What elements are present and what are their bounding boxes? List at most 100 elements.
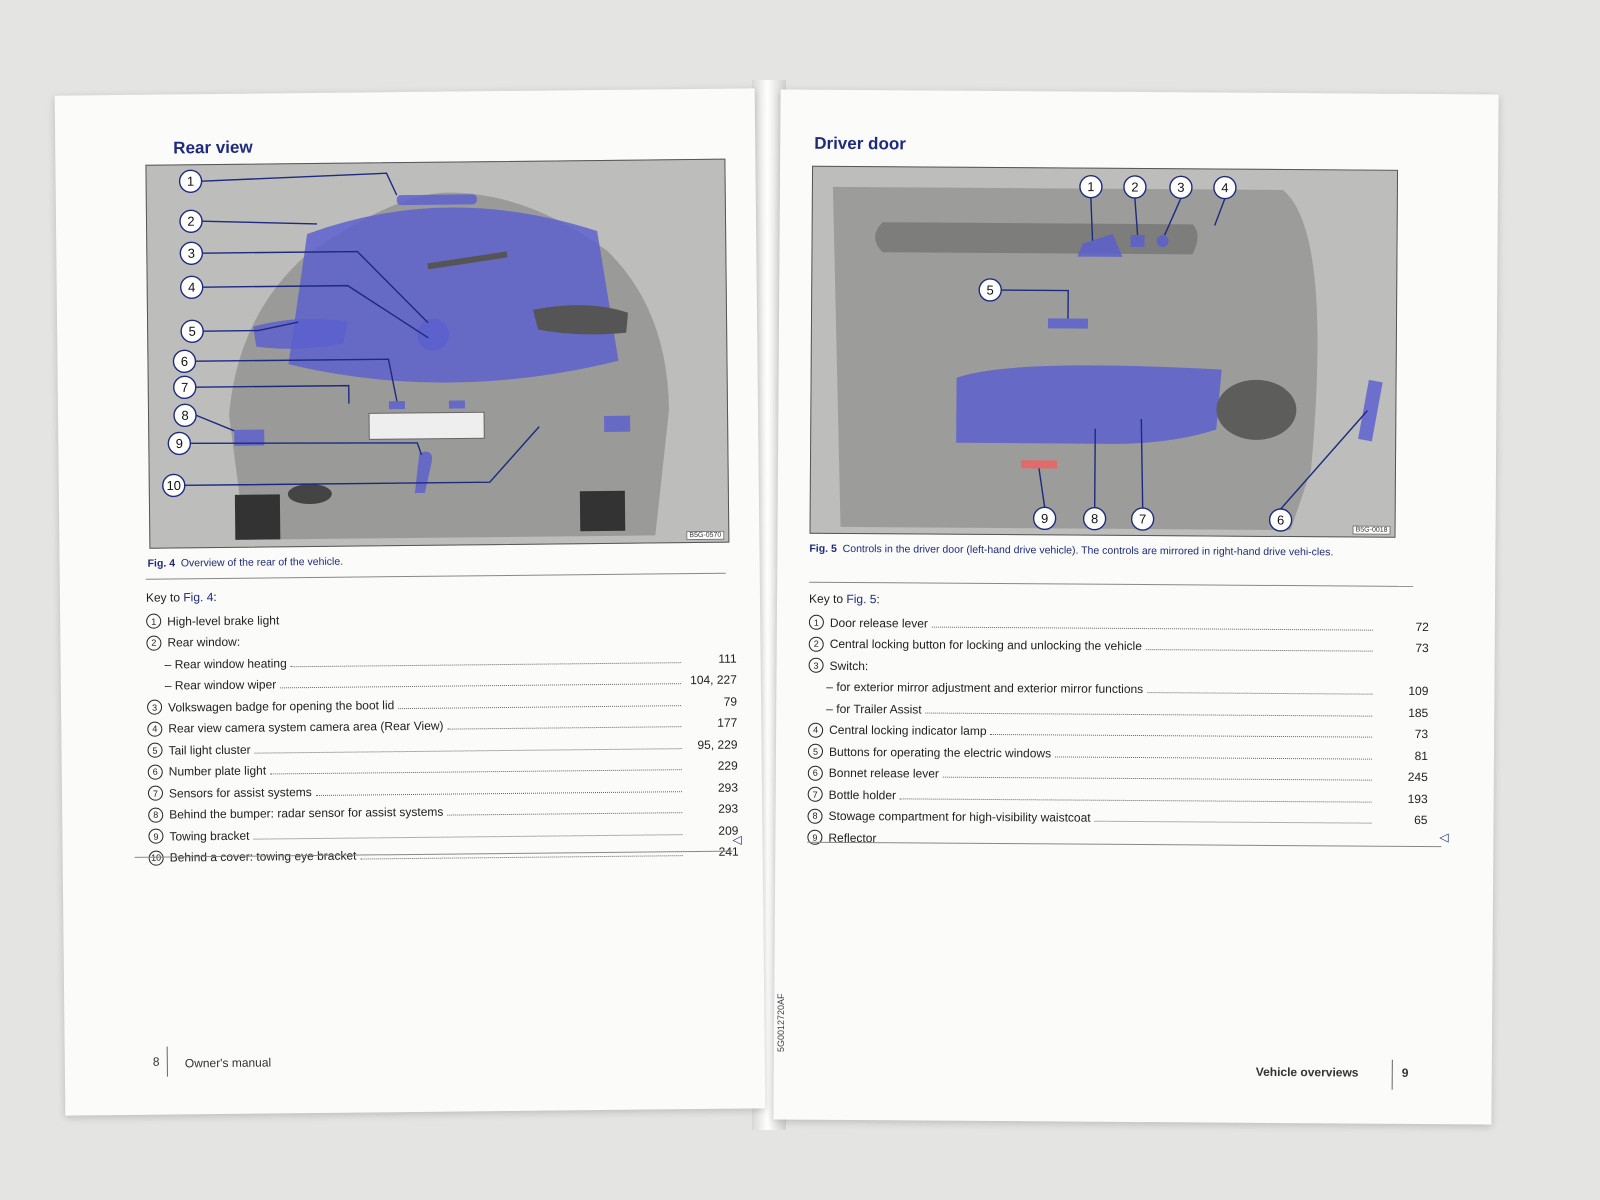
rear-callout-circle xyxy=(172,349,197,374)
rear-callout-circle xyxy=(173,375,197,400)
brake-light-highlight xyxy=(396,194,477,206)
door-caption-label: Fig. 5 xyxy=(809,542,837,555)
right-page-number: 9 xyxy=(1401,1065,1409,1080)
door-key-page-ref[interactable]: 73 xyxy=(1414,727,1429,742)
mirror-switch-highlight xyxy=(1156,235,1169,248)
rear-callout-circle xyxy=(167,431,192,456)
rear-callout-number: 2 xyxy=(187,214,194,229)
rear-callout-circle xyxy=(179,275,204,299)
rear-caption-rule xyxy=(145,572,726,580)
door-key-page-ref[interactable]: 81 xyxy=(1414,748,1429,763)
rear-key-page-ref[interactable]: 209 xyxy=(718,823,739,838)
rear-key-page-ref[interactable]: 95, 229 xyxy=(697,737,738,752)
door-key-fig-link[interactable]: Fig. 5 xyxy=(846,591,877,607)
rear-callout-circle xyxy=(180,319,204,343)
door-key-page-ref[interactable]: 73 xyxy=(1415,641,1429,656)
rear-key-dots xyxy=(253,823,683,840)
rear-key-number: 3 xyxy=(147,699,163,716)
exhaust xyxy=(287,484,332,505)
door-figure-code: B5G-0018 xyxy=(1352,525,1391,535)
door-callout-circle xyxy=(1268,508,1293,532)
rear-callout-number: 9 xyxy=(176,436,183,451)
rear-leader-line xyxy=(203,321,299,332)
rear-key-page-ref[interactable]: 241 xyxy=(718,844,739,860)
door-key-page-ref[interactable]: 109 xyxy=(1408,684,1429,699)
rear-callout-number: 3 xyxy=(188,246,195,261)
door-callout-number: 8 xyxy=(1091,511,1098,526)
door-key-page-ref[interactable]: 245 xyxy=(1407,770,1428,785)
rear-key-fig-link[interactable]: Fig. 4 xyxy=(183,590,214,605)
door-key-heading: Key to Fig. 5: xyxy=(809,591,880,607)
left-footer-divider xyxy=(166,1046,168,1077)
rear-key-page-ref[interactable]: 79 xyxy=(723,694,738,709)
rear-key-number: 4 xyxy=(147,721,163,737)
door-key-number: 3 xyxy=(808,657,824,674)
door-key-label: Door release lever xyxy=(829,615,928,631)
driver-door-title: Driver door xyxy=(814,133,906,154)
rear-callout-circle xyxy=(179,209,203,233)
rear-key-dots xyxy=(290,651,681,668)
door-caption-rule xyxy=(809,581,1414,587)
rear-key-number: 8 xyxy=(148,807,164,823)
rear-callout-circle xyxy=(179,241,204,265)
door-key-label: Bottle holder xyxy=(828,787,897,803)
door-callout-number: 4 xyxy=(1221,180,1228,195)
rear-key-page-ref[interactable]: 177 xyxy=(717,715,738,731)
door-callout-circle xyxy=(1130,507,1155,531)
door-key-label: Central locking indicator lamp xyxy=(829,723,987,739)
door-key-dots xyxy=(900,788,1372,803)
rear-key-page-ref[interactable]: 104, 227 xyxy=(690,672,737,688)
door-callout-circle xyxy=(1082,507,1107,531)
rear-key-page-ref[interactable]: 293 xyxy=(718,801,739,817)
rear-window-highlight xyxy=(288,207,619,383)
door-callout-number: 3 xyxy=(1177,180,1184,195)
door-key-number: 2 xyxy=(808,636,824,652)
rear-callout-circle xyxy=(162,473,186,498)
rear-leader-line xyxy=(195,384,350,404)
door-callout-number: 5 xyxy=(987,282,994,297)
rear-key-dots xyxy=(447,802,683,816)
rear-key-label: Towing bracket xyxy=(169,828,250,844)
rear-leader-line xyxy=(190,442,423,456)
spine-print-code: 5G0012720AF xyxy=(776,993,786,1052)
door-key-label: Switch: xyxy=(829,658,869,673)
rear-key-page-ref[interactable]: 293 xyxy=(717,780,739,795)
door-figure-caption: Fig. 5 Controls in the driver door (left… xyxy=(809,542,1409,560)
door-key-page-ref[interactable]: 193 xyxy=(1407,791,1428,806)
door-key-page-ref[interactable]: 65 xyxy=(1414,813,1428,828)
rear-leader-line xyxy=(195,414,235,432)
door-callout-circle xyxy=(1213,175,1237,200)
rear-key-page-ref[interactable]: 111 xyxy=(718,651,737,666)
door-leader-line xyxy=(1214,198,1226,226)
window-buttons-highlight xyxy=(1047,318,1089,329)
rear-key-dots xyxy=(447,716,682,730)
right-tail-light xyxy=(532,305,628,335)
door-callout-number: 1 xyxy=(1087,179,1094,194)
rear-leader-line xyxy=(184,426,540,487)
door-key-page-ref[interactable]: 185 xyxy=(1408,705,1429,720)
stowage-highlight xyxy=(956,365,1222,444)
door-key-dots xyxy=(925,702,1373,717)
rear-key-page-ref[interactable]: 229 xyxy=(717,758,738,774)
rear-leader-line xyxy=(201,172,398,196)
door-key-dots xyxy=(1147,682,1373,695)
door-key-dots xyxy=(1055,746,1373,760)
left-page-number: 8 xyxy=(152,1054,160,1069)
rear-figure-caption: Fig. 4 Overview of the rear of the vehic… xyxy=(148,555,344,571)
rear-figure-code: B5G-0570 xyxy=(686,530,725,541)
door-key-page-ref[interactable]: 72 xyxy=(1415,619,1429,634)
door-leader-line xyxy=(1280,410,1368,510)
door-key-label: – for Trailer Assist xyxy=(826,701,922,717)
plate-light-right xyxy=(448,400,465,409)
rear-key-number: 7 xyxy=(147,785,164,802)
rear-leader-line xyxy=(195,358,398,402)
rear-caption-label: Fig. 4 xyxy=(147,557,176,570)
door-callout-number: 9 xyxy=(1041,511,1048,526)
door-callout-number: 2 xyxy=(1131,179,1138,194)
